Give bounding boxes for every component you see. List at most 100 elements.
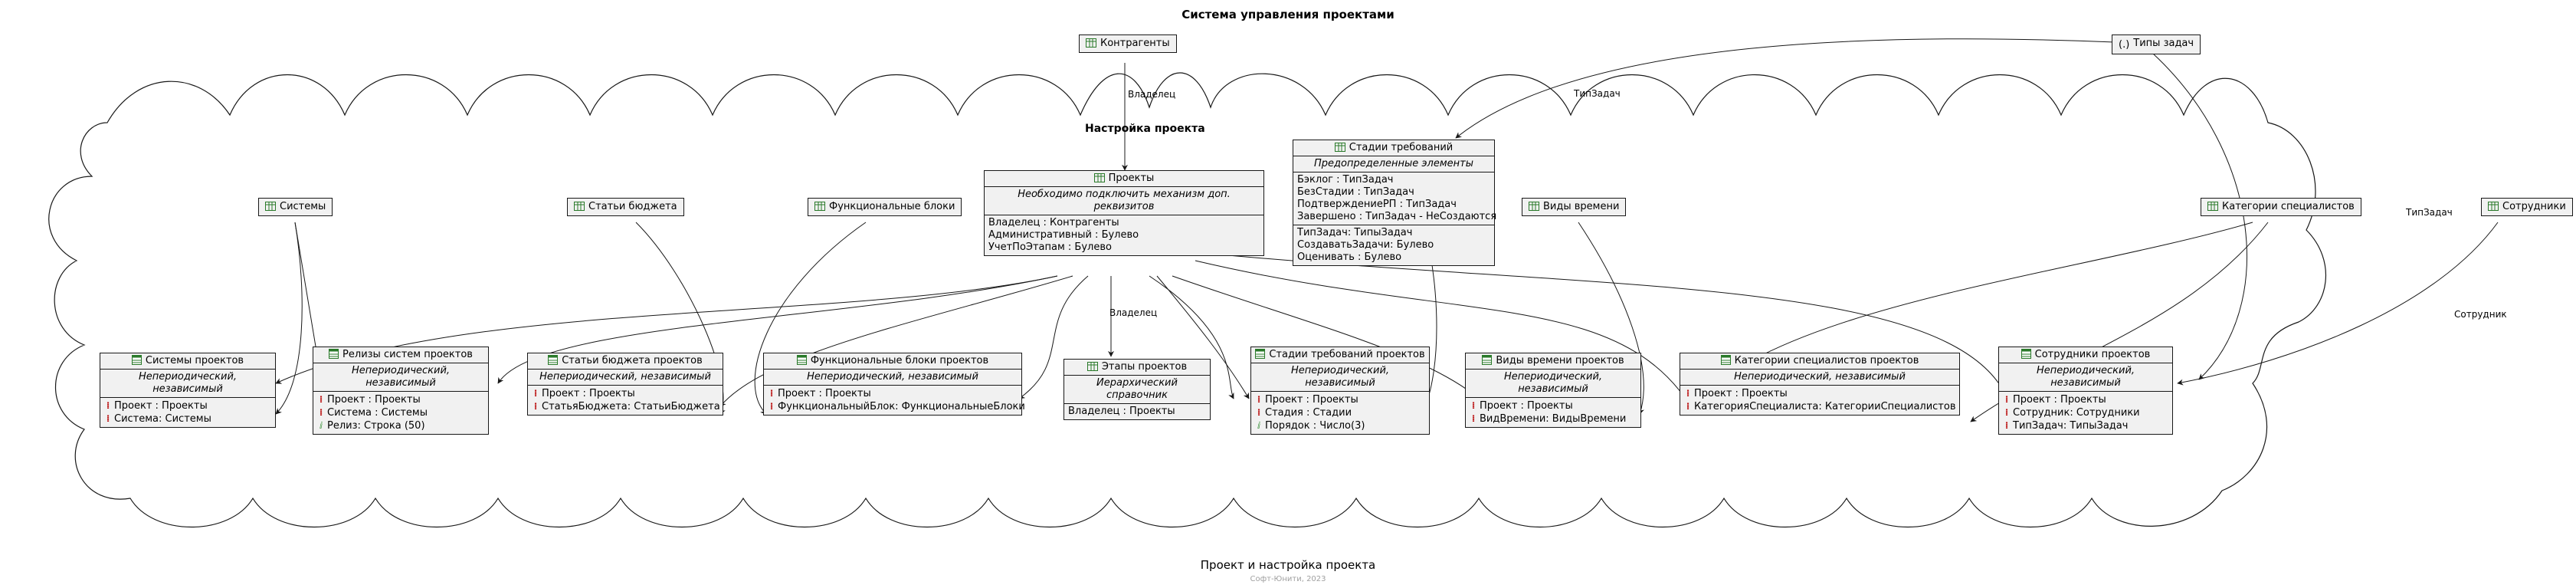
register-table-icon (548, 355, 559, 365)
node-sotrudniki-proektov[interactable]: Сотрудники проектов Непериодический, нез… (1998, 347, 2173, 435)
field-text: ТипЗадач: ТипыЗадач (2013, 420, 2129, 432)
field-text: Проект : Проекты (542, 388, 635, 399)
node-fields: ⁞ Проект : Проекты ⁞СтатьяБюджета: Статьи… (528, 386, 723, 415)
field-text: КатегорияСпециалиста: КатегорииСпециалис… (1694, 401, 1956, 412)
field-text: ВидВремени: ВидыВремени (1480, 413, 1627, 425)
key-marker-icon: ⁞ (106, 400, 110, 411)
node-title: Функциональные блоки (829, 201, 955, 212)
node-stati-byudzheta[interactable]: Статьи бюджета (567, 198, 684, 216)
key-marker-icon: ⁞ (106, 413, 110, 424)
node-header: Системы проектов (100, 353, 275, 370)
package-cloud (48, 72, 2326, 527)
field-row: ⅈ Релиз: Строка (50) (317, 419, 484, 432)
key-marker-icon: ⁞ (769, 401, 774, 412)
field-text: Проект : Проекты (1694, 388, 1788, 399)
node-note: Необходимо подключить механизм доп. рекв… (985, 187, 1263, 215)
node-stati-byudzheta-proektov[interactable]: Статьи бюджета проектов Непериодический,… (527, 353, 723, 416)
node-note: Непериодический, независимый (313, 363, 488, 392)
node-title: Системы (280, 201, 326, 212)
catalog-table-icon (1093, 173, 1105, 182)
node-header: Релизы систем проектов (313, 347, 488, 363)
predef-row: Бэклог : ТипЗадач (1297, 174, 1394, 186)
field-row: ⁞Система: Системы (104, 412, 271, 425)
edge-label-employee: Сотрудник (2454, 309, 2507, 320)
node-func-bloki-proektov[interactable]: Функциональные блоки проектов Непериодич… (763, 353, 1025, 416)
node-title: Сотрудники (2502, 201, 2566, 212)
catalog-table-icon (2207, 202, 2218, 211)
node-vidy-vremeni[interactable]: Виды времени (1522, 198, 1627, 216)
field-row: ⁞Сотрудник: Сотрудники (2003, 406, 2168, 419)
catalog-table-icon (814, 202, 825, 211)
node-title: Категории специалистов (2222, 201, 2355, 212)
field-row: ⁞СтатьяБюджета: СтатьиБюджета (532, 400, 720, 413)
node-title: Виды времени (1543, 201, 1620, 212)
node-title: Стадии требований проектов (1269, 349, 1425, 360)
node-header: Виды времени проектов (1466, 353, 1640, 370)
node-tipy-zadach[interactable]: (.)Типы задач (2112, 34, 2201, 54)
catalog-table-icon (2488, 202, 2499, 211)
field-row: ⁞КатегорияСпециалиста: КатегорииСпециали… (1684, 400, 1956, 413)
node-sistemy-proektov[interactable]: Системы проектов Непериодический, незави… (100, 353, 276, 428)
field-row: ⁞Проект : Проекты (317, 393, 484, 406)
key-marker-icon: ⁞ (533, 401, 538, 412)
node-relizy[interactable]: Релизы систем проектов Непериодический, … (313, 347, 489, 435)
predef-row: ПодтверждениеРП : ТипЗадач (1297, 199, 1457, 210)
register-table-icon (131, 355, 142, 365)
node-note: Непериодический, независимый (100, 370, 275, 398)
field-text: Проект : Проекты (778, 388, 871, 399)
package-label: Настройка проекта (1085, 123, 1205, 135)
node-stadii-trebovaniy-proektov[interactable]: Стадии требований проектов Непериодическ… (1250, 347, 1430, 435)
node-kategorii-proektov[interactable]: Категории специалистов проектов Непериод… (1680, 353, 1960, 416)
predef-row: Завершено : ТипЗадач - НеСоздаются (1297, 211, 1497, 222)
field-text: Релиз: Строка (50) (327, 420, 425, 432)
node-note: Предопределенные элементы (1293, 156, 1494, 172)
node-fields: ⁞ Проект : Проекты ⁞Система: Системы (100, 398, 275, 427)
node-title: Типы задач (2133, 38, 2194, 49)
node-note: Непериодический, независимый (1680, 370, 1959, 386)
key-marker-icon: ⁞ (769, 388, 774, 399)
node-stadii-trebovaniy[interactable]: Стадии требований Предопределенные элеме… (1293, 140, 1497, 266)
register-table-icon (329, 349, 339, 359)
key-marker-icon: ⁞ (2004, 407, 2009, 418)
node-kontragenty[interactable]: Контрагенты (1079, 34, 1177, 53)
register-table-icon (2020, 349, 2031, 359)
node-title: Категории специалистов проектов (1734, 355, 1919, 366)
node-vidy-vremeni-proektov[interactable]: Виды времени проектов Непериодический, н… (1465, 353, 1641, 428)
field-text: Порядок : Число(3) (1265, 420, 1365, 432)
node-sistemy[interactable]: Системы (258, 198, 333, 216)
catalog-table-icon (1086, 362, 1098, 371)
field-text: Проект : Проекты (114, 400, 208, 412)
node-etapy-proektov[interactable]: Этапы проектов Иерархический справочник … (1064, 359, 1211, 420)
attr-row: Административный : Булево (988, 229, 1139, 241)
field-text: ФункциональныйБлок: ФункциональныеБлоки (778, 401, 1025, 412)
key-marker-icon: ⁞ (2004, 394, 2009, 405)
field-row: ⁞ ФункциональныйБлок: ФункциональныеБлоки (768, 400, 1025, 413)
field-row: ⁞Проект : Проекты (1470, 399, 1637, 412)
attr-row: УчетПоЭтапам : Булево (988, 241, 1112, 253)
node-header: Функциональные блоки проектов (764, 353, 1021, 370)
node-note: Непериодический, независимый (1999, 363, 2172, 392)
field-row: ⁞ВидВремени: ВидыВремени (1470, 412, 1637, 425)
key-marker-icon: ⁞ (319, 394, 323, 405)
node-title: Проекты (1108, 172, 1155, 184)
node-header: Статьи бюджета проектов (528, 353, 723, 370)
node-title: Функциональные блоки проектов (810, 355, 989, 366)
key-marker-icon: ⁞ (1257, 394, 1261, 405)
edge-label-tiptask-top: ТипЗадач (1574, 88, 1621, 99)
register-table-icon (796, 355, 807, 365)
node-kategorii[interactable]: Категории специалистов (2201, 198, 2361, 216)
edge-label-tiptask-right: ТипЗадач (2406, 207, 2453, 218)
diagram-caption: Проект и настройка проекта (1200, 558, 1376, 572)
node-func-bloki[interactable]: Функциональные блоки (808, 198, 962, 216)
enum-icon: (.) (2119, 39, 2130, 51)
node-proekty[interactable]: Проекты Необходимо подключить механизм д… (984, 170, 1264, 256)
attr-marker-icon: ⅈ (319, 420, 323, 431)
attr-row: Оценивать : Булево (1297, 251, 1402, 263)
field-row: Владелец : Проекты (1068, 406, 1175, 417)
catalog-table-icon (1086, 38, 1096, 48)
node-sotrudniki[interactable]: Сотрудники (2481, 198, 2573, 216)
